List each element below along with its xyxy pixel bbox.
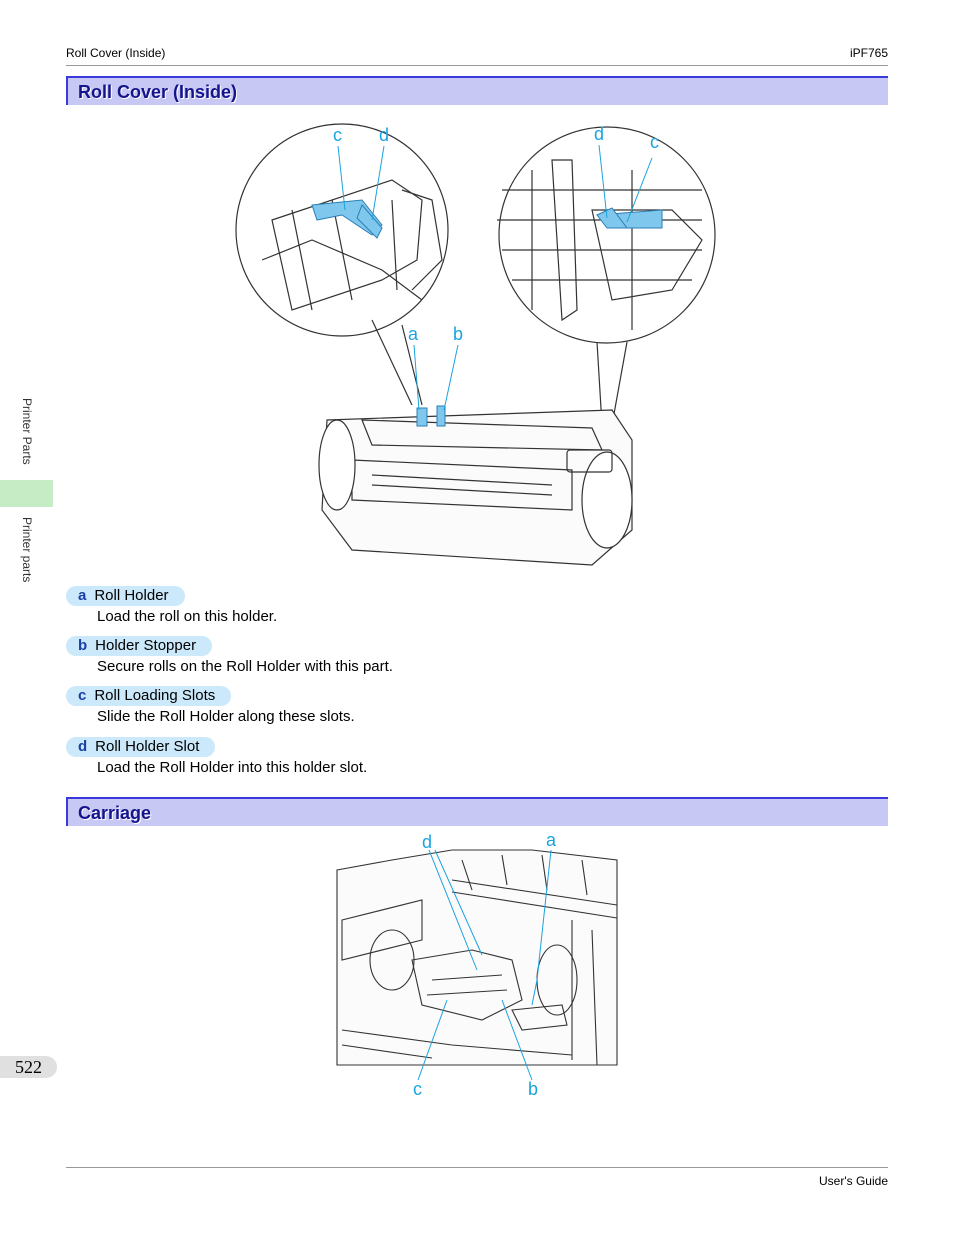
figure1-label-d-left: d: [379, 125, 389, 145]
side-tab-marker: [0, 480, 53, 507]
section-title: Roll Cover (Inside): [78, 82, 238, 102]
carriage-figure: d a c b: [336, 830, 618, 1099]
figure1-label-c-right: c: [650, 132, 659, 152]
figure1-label-c-left: c: [333, 125, 342, 145]
figure1-label-a: a: [408, 324, 419, 344]
running-header-title: Roll Cover (Inside): [66, 46, 166, 60]
item-pill: d Roll Holder Slot: [66, 737, 216, 757]
footer-divider: [66, 1167, 888, 1168]
item-description: Load the roll on this holder.: [97, 608, 278, 625]
item-name: Holder Stopper: [95, 637, 197, 654]
section-heading-carriage: Carriage: [66, 797, 888, 826]
section-title: Carriage: [78, 803, 152, 823]
figure2-label-c: c: [413, 1079, 422, 1099]
list-item-roll-holder: a Roll Holder Load the roll on this holde…: [66, 586, 277, 625]
figure1-label-b: b: [453, 324, 463, 344]
page-number: 522: [0, 1056, 57, 1078]
figure2-label-b: b: [528, 1079, 538, 1099]
item-letter: d: [78, 738, 88, 755]
list-item-roll-holder-slot: d Roll Holder Slot Load the Roll Holder i…: [66, 737, 367, 776]
item-pill: a Roll Holder: [66, 586, 185, 606]
figure2-label-d: d: [422, 832, 432, 852]
item-letter: c: [78, 687, 87, 704]
item-name: Roll Loading Slots: [94, 687, 216, 704]
side-tab-section: Printer parts: [20, 517, 34, 583]
footer-guide-title: User's Guide: [819, 1174, 888, 1188]
item-description: Load the Roll Holder into this holder sl…: [97, 759, 368, 776]
roll-cover-figure: c d d c a b: [235, 123, 716, 566]
item-name: Roll Holder: [94, 587, 169, 604]
item-description: Secure rolls on the Roll Holder with thi…: [97, 658, 393, 675]
figure1-label-d-right: d: [594, 124, 604, 144]
list-item-holder-stopper: b Holder Stopper Secure rolls on the Roll…: [66, 636, 393, 675]
item-description: Slide the Roll Holder along these slots.: [97, 708, 355, 725]
figure2-label-a: a: [546, 830, 557, 850]
item-name: Roll Holder Slot: [95, 738, 200, 755]
item-pill: c Roll Loading Slots: [66, 686, 232, 706]
item-letter: b: [78, 637, 88, 654]
item-pill: b Holder Stopper: [66, 636, 213, 656]
list-item-roll-loading-slots: c Roll Loading Slots Slide the Roll Holde…: [66, 686, 355, 725]
side-tab-chapter: Printer Parts: [20, 398, 34, 465]
item-letter: a: [78, 587, 87, 604]
header-divider: [66, 65, 888, 66]
running-header-model: iPF765: [849, 46, 888, 60]
section-heading-roll-cover: Roll Cover (Inside): [66, 76, 888, 105]
